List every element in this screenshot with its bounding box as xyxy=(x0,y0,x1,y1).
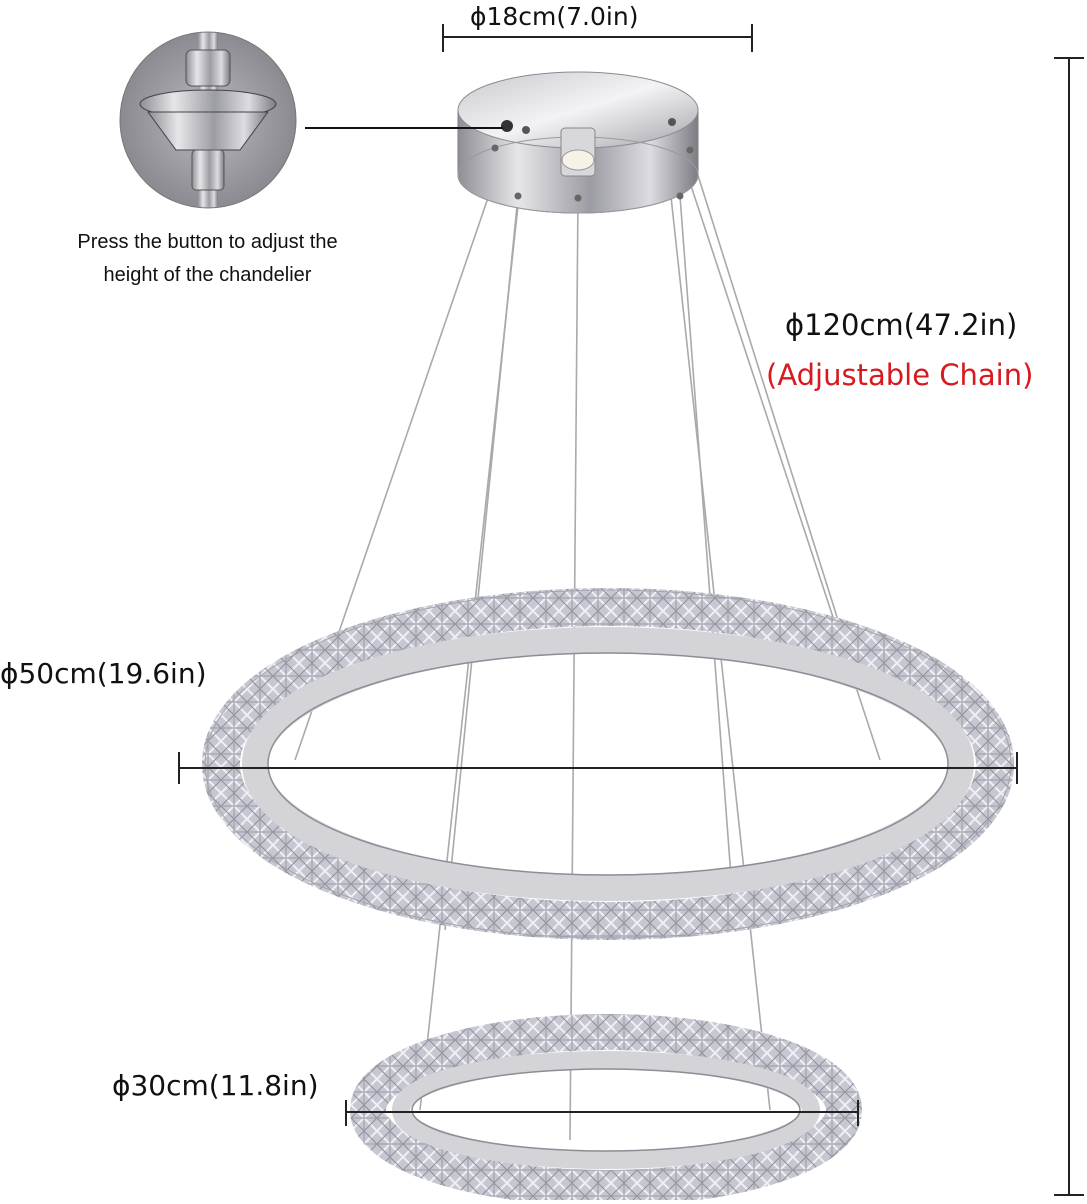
callout-line-2: height of the chandelier xyxy=(103,264,312,286)
adjuster-callout-text: Press the button to adjust the height of… xyxy=(30,226,385,292)
suspension-wires xyxy=(294,127,881,1141)
large-ring-dimension-line xyxy=(178,752,1018,784)
small-ring-dimension-line xyxy=(345,1100,859,1126)
canopy-diameter-label: ϕ18cm(7.0in) xyxy=(470,2,639,31)
adjuster-zoom-icon xyxy=(119,31,297,209)
small-ring-diameter-label: ϕ30cm(11.8in) xyxy=(112,1069,319,1102)
ceiling-canopy xyxy=(457,71,699,214)
height-dimension-line xyxy=(1054,57,1084,1196)
chain-length-label: ϕ120cm(47.2in) xyxy=(785,308,1018,342)
callout-line-1: Press the button to adjust the xyxy=(77,231,338,253)
canopy-dimension-line xyxy=(442,24,753,52)
adjustable-chain-label: (Adjustable Chain) xyxy=(766,358,1034,392)
small-crystal-ring xyxy=(350,1014,862,1204)
large-ring-diameter-label: ϕ50cm(19.6in) xyxy=(0,657,207,690)
large-crystal-ring xyxy=(202,588,1014,940)
